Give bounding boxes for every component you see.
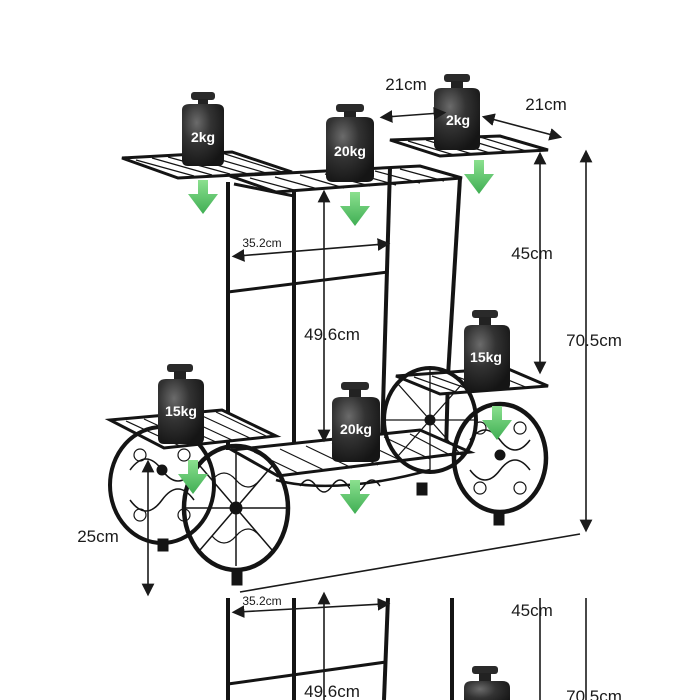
- weight-right-middle: 15kg: [464, 310, 510, 390]
- duplicate-partial-view: 35.2cm 45cm 49.6cm 70.5cm: [226, 591, 622, 700]
- dup-dim-inner-width: 35.2cm: [242, 594, 281, 608]
- wheel-icon: [108, 366, 549, 573]
- left-front-wheel: [181, 443, 291, 573]
- dim-shelf-depth: 21cm: [385, 75, 427, 94]
- weight-label: 20kg: [334, 143, 366, 159]
- weight-label: 15kg: [470, 349, 502, 365]
- down-arrow-icon: [178, 160, 512, 514]
- weight-bottom-center: 20kg: [332, 382, 380, 462]
- dim-right-height: 45cm: [511, 244, 553, 263]
- weight-top-center: 20kg: [326, 104, 374, 182]
- weight-left-lower: 15kg: [158, 364, 204, 444]
- weight-icon: 2kg 20kg 2kg 15kg 15kg: [158, 74, 510, 462]
- dim-inner-width: 35.2cm: [242, 236, 281, 250]
- weight-top-right: 2kg: [434, 74, 480, 150]
- weight-label: 15kg: [165, 403, 197, 419]
- weight-top-left: 2kg: [182, 92, 224, 166]
- dim-base-height: 25cm: [77, 527, 119, 546]
- dim-total-height: 70.5cm: [566, 331, 622, 350]
- dim-center-height: 49.6cm: [304, 325, 360, 344]
- dup-dim-total-height: 70.5cm: [566, 687, 622, 700]
- weight-label: 20kg: [340, 421, 372, 437]
- weight-label: 2kg: [446, 112, 470, 128]
- right-front-wheel: [451, 401, 549, 515]
- dup-dim-right-height: 45cm: [511, 601, 553, 620]
- weight-label: 2kg: [191, 129, 215, 145]
- right-back-wheel: [382, 366, 478, 474]
- dim-shelf-width: 21cm: [525, 95, 567, 114]
- dup-dim-center-height: 49.6cm: [304, 682, 360, 700]
- dimension-arrow-icon: [141, 107, 593, 597]
- weight-bottom-right-partial: [464, 666, 510, 700]
